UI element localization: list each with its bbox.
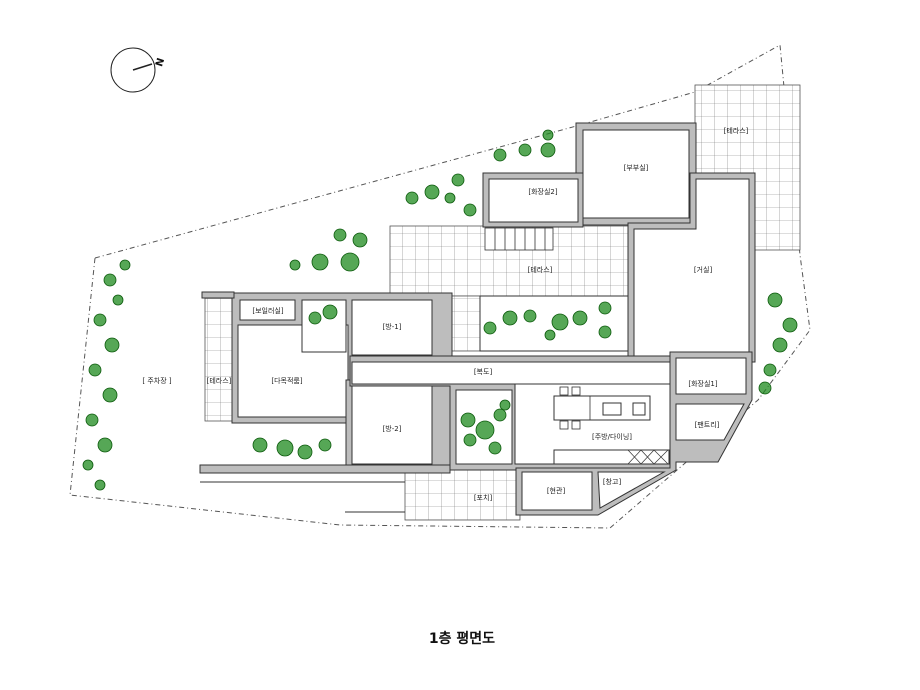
- tree-icon: [340, 252, 360, 272]
- bathroom1: [675, 357, 747, 395]
- boiler-room: [239, 299, 296, 321]
- tree-icon: [311, 253, 329, 271]
- tree-icon: [97, 437, 113, 453]
- tree-icon: [94, 479, 106, 491]
- tree-icon: [758, 381, 772, 395]
- porch-tiles: [404, 469, 521, 521]
- tree-icon: [493, 148, 507, 162]
- pantry: [675, 403, 745, 441]
- label-terrace-middle: [테라스]: [528, 265, 553, 274]
- tree-icon: [333, 228, 347, 242]
- north-label: N: [154, 57, 167, 68]
- tree-icon: [451, 173, 465, 187]
- cooktop: [632, 402, 646, 416]
- tree-icon: [493, 408, 507, 422]
- corridor: [351, 361, 671, 385]
- tree-icon: [352, 232, 368, 248]
- entrance: [521, 471, 593, 511]
- tree-icon: [424, 184, 440, 200]
- label-master-bedroom: [부부실]: [624, 163, 649, 172]
- stairs: [484, 227, 554, 251]
- tree-icon: [782, 317, 798, 333]
- tree-icon: [488, 441, 502, 455]
- tree-icon: [463, 433, 477, 447]
- room2: [351, 385, 433, 465]
- label-corridor: [복도]: [474, 368, 493, 376]
- label-room1: [방-1]: [383, 322, 402, 331]
- label-pantry: [팬트리]: [695, 420, 720, 429]
- sink: [602, 402, 622, 416]
- tree-icon: [93, 313, 107, 327]
- north-arrow: N: [110, 47, 167, 93]
- master-bedroom: [582, 129, 690, 219]
- label-terrace-left: [테라스]: [207, 376, 232, 385]
- tree-icon: [518, 143, 532, 157]
- tree-icon: [308, 311, 322, 325]
- tree-icon: [544, 329, 556, 341]
- bottom-wall-strip: [199, 464, 451, 474]
- tree-icon: [502, 310, 518, 326]
- tree-icon: [82, 459, 94, 471]
- label-kitchen-dining: [주방/다이닝]: [592, 432, 632, 441]
- tree-icon: [598, 325, 612, 339]
- tree-icon: [772, 337, 788, 353]
- label-terrace-top-right: [테라스]: [724, 126, 749, 135]
- tree-icon: [85, 413, 99, 427]
- tree-icon: [499, 399, 511, 411]
- small-terrace-tiles: [449, 295, 481, 352]
- tree-icon: [540, 142, 556, 158]
- label-room2: [방-2]: [383, 424, 402, 433]
- tree-icon: [572, 310, 588, 326]
- tree-icon: [475, 420, 495, 440]
- tree-icon: [542, 129, 554, 141]
- tree-icon: [276, 439, 294, 457]
- tree-icon: [112, 294, 124, 306]
- label-boiler-room: [보일러실]: [252, 306, 283, 315]
- tree-icon: [322, 304, 338, 320]
- tree-icon: [523, 309, 537, 323]
- tree-icon: [252, 437, 268, 453]
- bathroom2: [488, 178, 579, 223]
- tree-icon: [88, 363, 102, 377]
- label-living-room: [거실]: [694, 265, 713, 274]
- label-entrance: [현관]: [547, 486, 566, 495]
- tree-icon: [598, 301, 612, 315]
- tree-icon: [460, 412, 476, 428]
- landscaping-trees: [82, 129, 798, 491]
- tree-icon: [119, 259, 131, 271]
- tree-icon: [767, 292, 783, 308]
- kitchen-counter: [553, 449, 670, 465]
- tree-icon: [102, 387, 118, 403]
- tree-icon: [551, 313, 569, 331]
- label-storage: [창고]: [603, 478, 622, 486]
- label-bathroom1: [화장실1]: [688, 379, 718, 388]
- tree-icon: [297, 444, 313, 460]
- tree-icon: [444, 192, 456, 204]
- label-bathroom2: [화장실2]: [528, 187, 558, 196]
- tree-icon: [405, 191, 419, 205]
- tree-icon: [318, 438, 332, 452]
- room1: [351, 299, 433, 356]
- label-parking: [ 주차장 ]: [142, 376, 172, 385]
- drawing-title: 1층 평면도: [429, 630, 495, 647]
- tree-icon: [483, 321, 497, 335]
- tree-icon: [103, 273, 117, 287]
- dining-chairs: [559, 386, 581, 430]
- storage: [597, 471, 666, 509]
- label-multipurpose-room: [다목적룸]: [271, 376, 302, 385]
- label-porch: [포치]: [474, 493, 493, 502]
- tree-icon: [104, 337, 120, 353]
- tree-icon: [763, 363, 777, 377]
- tree-icon: [463, 203, 477, 217]
- left-terrace-wall: [201, 291, 235, 299]
- tree-icon: [289, 259, 301, 271]
